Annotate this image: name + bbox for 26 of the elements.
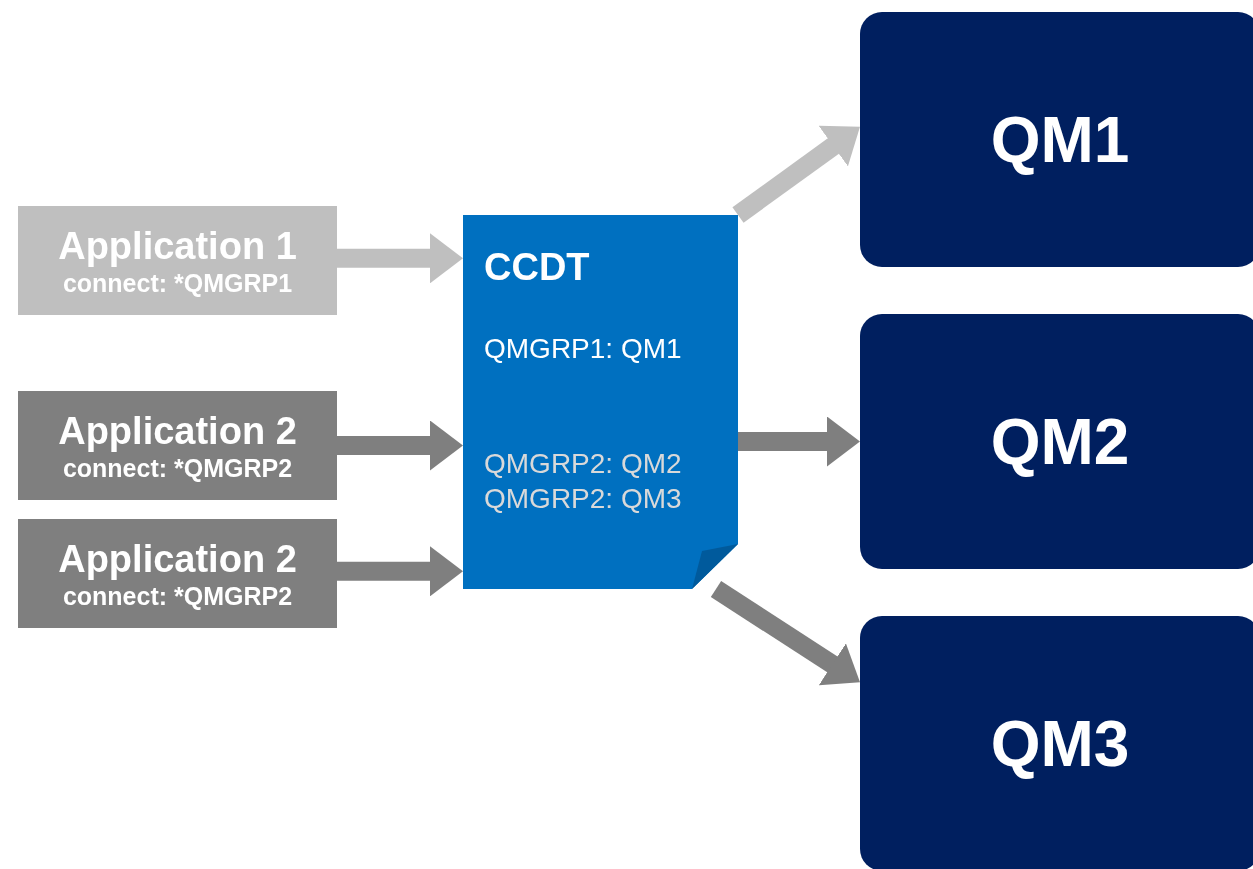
document-shape [463,215,738,589]
queue-manager-label: QM3 [990,706,1130,781]
block-arrow [337,233,463,284]
document-title: CCDT [484,246,590,289]
block-arrow [337,420,463,471]
application-box [18,391,337,500]
application-title: Application 2 [58,536,297,581]
application-box [18,206,337,315]
connect-text: connect: *QMGRP1 [62,267,293,298]
application-title: Application 1 [58,223,297,268]
application-title: Application 2 [58,408,297,453]
connect-text: connect: *QMGRP2 [62,580,293,611]
queue-manager-label: QM2 [990,404,1130,479]
block-arrow [337,546,463,597]
application-box [18,519,337,628]
mapping-text: QMGRP2: QM3 [484,483,682,515]
mapping-text: QMGRP2: QM2 [484,448,682,480]
queue-manager-label: QM1 [990,102,1130,177]
mapping-text: QMGRP1: QM1 [484,333,682,365]
block-arrow [732,125,860,223]
queue-manager-box [860,12,1253,267]
connect-text: connect: *QMGRP2 [62,452,293,483]
queue-manager-box [860,314,1253,569]
queue-manager-box [860,616,1253,869]
block-arrow [738,416,860,467]
block-arrow [710,581,860,686]
